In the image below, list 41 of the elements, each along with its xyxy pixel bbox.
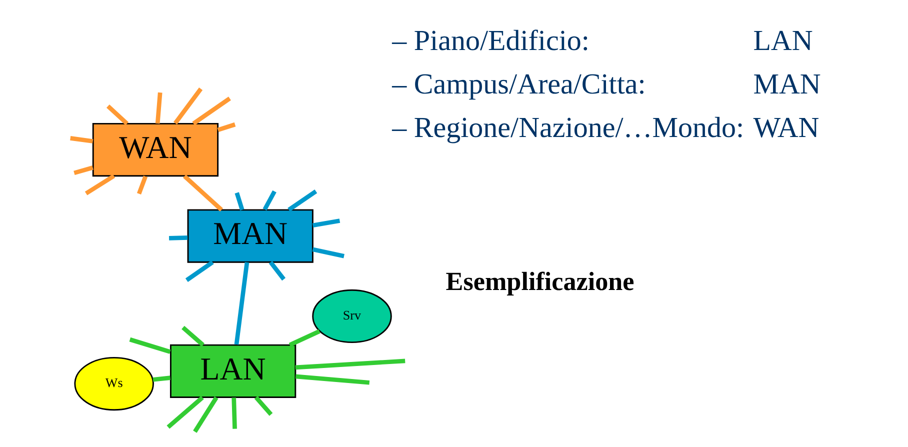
connector <box>192 96 230 126</box>
label: LAN <box>752 25 812 58</box>
connector <box>73 166 93 176</box>
connector <box>234 262 249 345</box>
label: MAN <box>752 68 820 101</box>
connector <box>312 218 340 228</box>
connector <box>136 176 148 194</box>
connector <box>262 190 276 211</box>
connector <box>216 122 236 132</box>
connector <box>168 236 188 240</box>
connector <box>234 192 244 211</box>
node-box: LAN <box>169 344 296 398</box>
connector <box>184 260 214 282</box>
connector <box>287 190 317 212</box>
connector <box>106 104 128 126</box>
label: – Campus/Area/Citta: <box>392 68 646 101</box>
connector <box>166 396 204 429</box>
connector <box>84 174 115 196</box>
connector <box>181 326 204 347</box>
connector <box>295 374 370 385</box>
connector <box>288 329 320 347</box>
connector <box>182 174 222 212</box>
connector <box>192 396 218 433</box>
connector <box>312 247 344 258</box>
label: WAN <box>752 112 819 144</box>
connector <box>268 260 286 281</box>
label: – Piano/Edificio: <box>392 25 589 58</box>
connector <box>294 358 405 370</box>
node-ellipse: Ws <box>74 356 154 411</box>
node-box: WAN <box>92 122 218 177</box>
label: – Regione/Nazione/…Mondo: <box>392 112 744 144</box>
node-box: MAN <box>186 209 313 263</box>
connector <box>172 88 202 125</box>
connector <box>70 136 93 144</box>
connector <box>231 398 236 429</box>
connector <box>254 396 272 416</box>
connector <box>154 92 162 124</box>
connector <box>128 337 170 354</box>
label: Esemplificazione <box>445 267 634 296</box>
connector <box>152 376 170 382</box>
node-ellipse: Srv <box>312 289 392 344</box>
